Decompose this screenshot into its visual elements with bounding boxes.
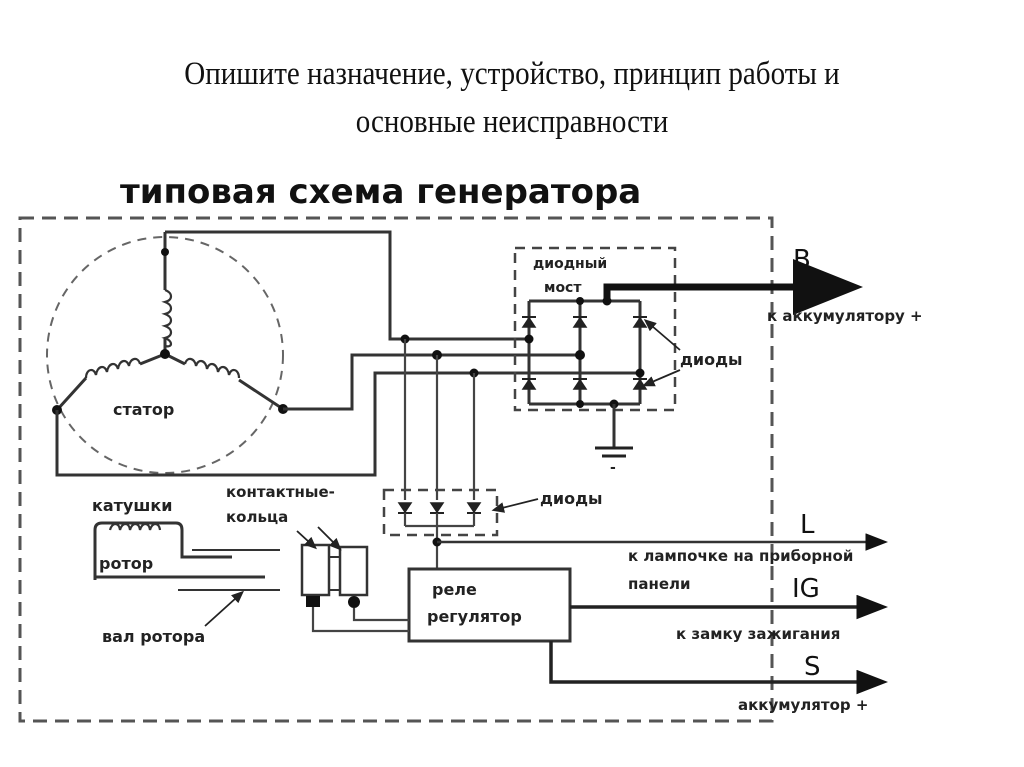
diode-bridge-box bbox=[513, 246, 677, 412]
diode-icon bbox=[429, 502, 445, 514]
diode-icon bbox=[466, 502, 482, 514]
stator-coil-b-icon bbox=[84, 357, 142, 379]
stator-boundary bbox=[46, 236, 284, 474]
terminal-l-description-line-1: к лампочке на приборной bbox=[628, 547, 853, 565]
aux-diodes-pointer bbox=[491, 498, 539, 513]
terminal-l-label: L bbox=[800, 510, 815, 540]
slide-title-line-1: Опишите назначение, устройство, принцип … bbox=[184, 56, 840, 92]
rotor-shaft-pointer bbox=[204, 590, 245, 627]
slip-rings-label-line-1: контактные- bbox=[226, 483, 335, 501]
brush-2-wire bbox=[352, 608, 409, 622]
voltage-regulator-box bbox=[407, 567, 572, 643]
phase-wires bbox=[55, 230, 640, 500]
terminal-s-description: аккумулятор + bbox=[738, 696, 868, 714]
regulator-label-line-2: регулятор bbox=[427, 607, 522, 626]
rotor-label: ротор bbox=[99, 554, 153, 573]
slip-ring-pointer-1 bbox=[296, 530, 317, 550]
ground-minus-label: - bbox=[610, 460, 616, 476]
aux-diodes bbox=[397, 502, 482, 572]
terminal-b-label: B bbox=[793, 245, 811, 275]
rotor-coils-label: катушки bbox=[92, 496, 172, 515]
generator-housing-frame bbox=[18, 216, 774, 723]
terminal-s-label: S bbox=[804, 652, 821, 682]
terminal-b-output-arrow bbox=[603, 259, 863, 315]
diagram-heading: типовая схема генератора bbox=[120, 172, 641, 212]
terminal-ig-description: к замку зажигания bbox=[676, 625, 840, 643]
diodes-pointer-bottom bbox=[642, 369, 681, 387]
brush-1 bbox=[306, 596, 320, 607]
regulator-label-line-1: реле bbox=[432, 580, 477, 599]
diodes-pointer-top bbox=[643, 318, 681, 351]
diodes-aux-label: диоды bbox=[540, 489, 603, 508]
diode-icon bbox=[572, 316, 588, 328]
ground-icon bbox=[595, 404, 633, 458]
slip-ring-2 bbox=[338, 545, 369, 597]
stator-label: статор bbox=[113, 400, 174, 419]
rotor-winding-loop bbox=[93, 521, 232, 580]
diodes-bridge-label: диоды bbox=[680, 350, 743, 369]
diode-bridge-label-line-2: мост bbox=[544, 280, 582, 296]
slide-title: Опишите назначение, устройство, принцип … bbox=[61, 50, 962, 146]
terminal-ig-label: IG bbox=[792, 574, 820, 604]
stator-coil-c-icon bbox=[183, 357, 241, 379]
diode-icon bbox=[572, 378, 588, 390]
stator-windings bbox=[52, 232, 288, 415]
rotor-coil-icon bbox=[108, 522, 162, 531]
slip-ring-pointer-2 bbox=[317, 526, 342, 551]
diode-icon bbox=[632, 316, 648, 328]
diode-icon bbox=[632, 378, 648, 390]
diode-icon bbox=[521, 316, 537, 328]
stator-coil-a-icon bbox=[161, 288, 173, 348]
brush-1-wire bbox=[311, 607, 409, 633]
slip-ring-1 bbox=[300, 543, 331, 597]
diode-icon bbox=[521, 378, 537, 390]
rotor-shaft-label: вал ротора bbox=[102, 627, 205, 646]
terminal-s-output-arrow bbox=[549, 641, 888, 695]
brush-2 bbox=[348, 596, 360, 608]
terminal-l-description-line-2: панели bbox=[628, 575, 691, 593]
slip-rings-label-line-2: кольца bbox=[226, 508, 288, 526]
aux-diodes-box bbox=[382, 488, 499, 537]
slide-title-line-2: основные неисправности bbox=[355, 104, 669, 140]
terminal-b-description: к аккумулятору + bbox=[767, 307, 923, 325]
diode-bridge-label-line-1: диодный bbox=[533, 256, 607, 272]
diode-icon bbox=[397, 502, 413, 514]
rotor-lower-wire bbox=[93, 575, 265, 580]
diode-bridge bbox=[521, 296, 648, 409]
